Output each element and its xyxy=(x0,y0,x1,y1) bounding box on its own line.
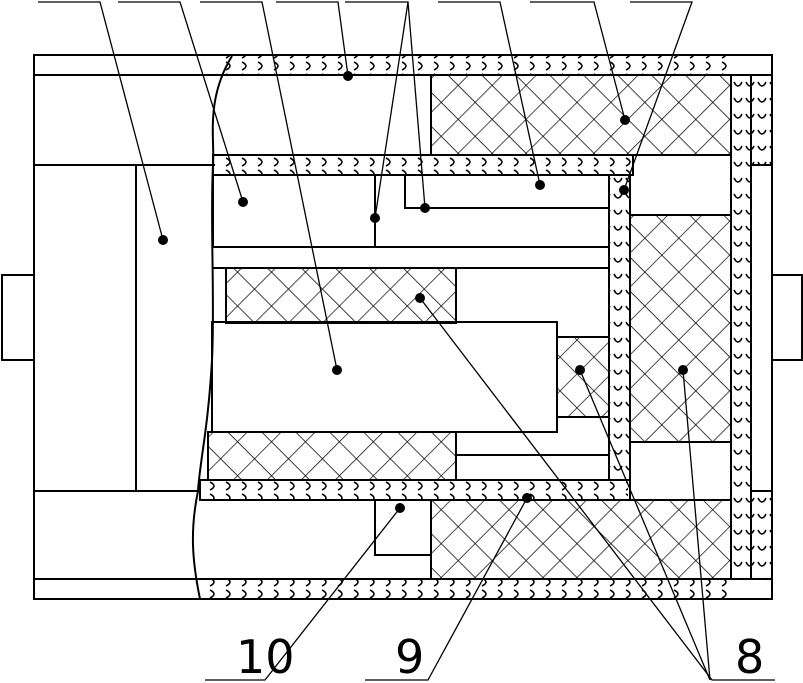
bottom-outer-shell xyxy=(34,579,772,599)
reference-dots xyxy=(158,71,688,513)
bottom-step-block xyxy=(375,500,431,555)
top-outer-shell xyxy=(34,55,772,75)
upper-seal-block xyxy=(431,75,731,155)
ref-numeral-8: 8 xyxy=(735,630,764,683)
lower-core-liner xyxy=(208,432,456,480)
left-end-cap xyxy=(34,165,136,491)
leader-lines xyxy=(38,2,775,680)
upper-chamber xyxy=(213,175,609,247)
ref-numeral-9: 9 xyxy=(395,630,424,683)
ref-numeral-10: 10 xyxy=(236,630,295,683)
central-core xyxy=(212,322,557,432)
right-plug xyxy=(630,215,731,442)
right-shaft-stub xyxy=(772,275,802,360)
left-shaft-stub xyxy=(2,275,34,360)
lower-seal-block xyxy=(431,500,731,579)
